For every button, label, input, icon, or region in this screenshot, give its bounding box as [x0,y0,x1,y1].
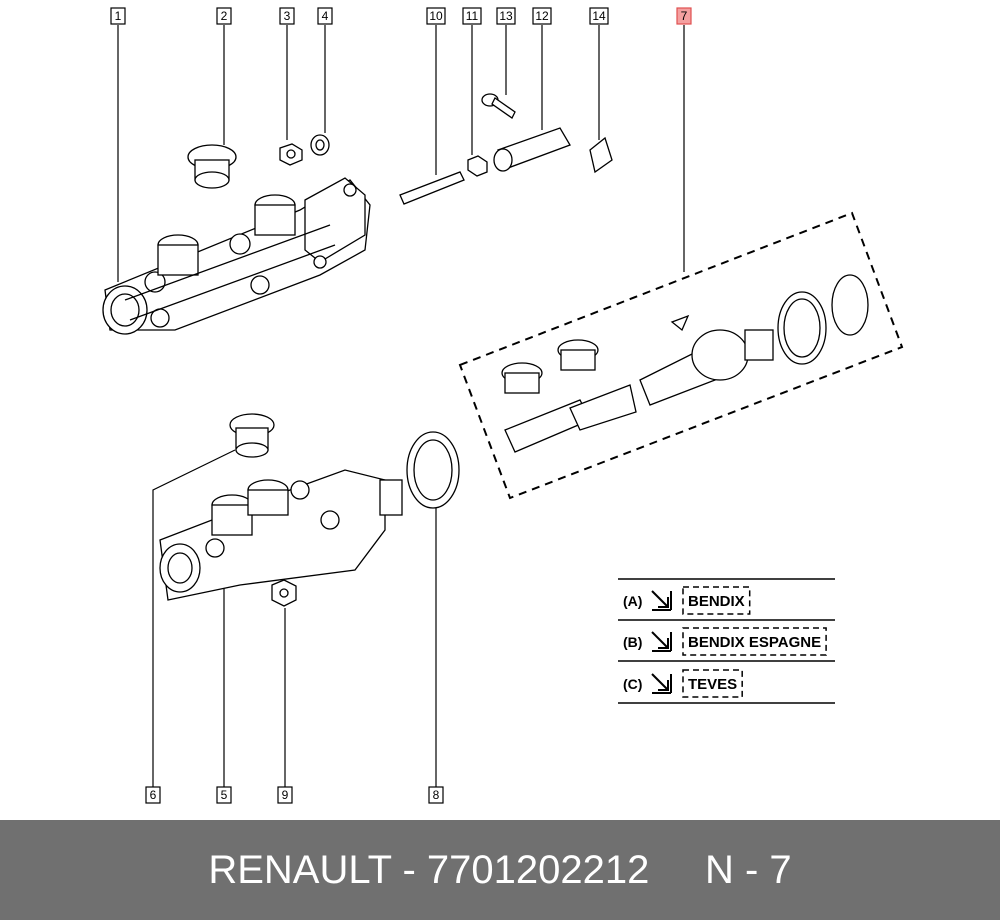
callout-11: 11 [462,7,482,25]
callout-label: 5 [221,788,228,802]
threaded-rod [399,171,465,205]
footer-bar: RENAULT - 7701202212 N - 7 [0,820,1000,920]
callout-14: 14 [589,7,609,25]
callout-box [426,7,446,25]
bolt [481,93,516,119]
callout-10: 10 [426,7,446,25]
callout-label: 2 [221,9,228,23]
callout-box [317,7,333,25]
master-cylinder-upper [102,177,371,335]
legend-brand: BENDIX [688,593,745,610]
legend-brand-frame [682,669,743,698]
callout-box [462,7,482,25]
callout-12: 12 [532,7,552,25]
callout-box [216,786,232,804]
callout-box [110,7,126,25]
legend-letter: (C) [623,676,642,692]
callout-box [589,7,609,25]
callout-label: 12 [535,9,549,23]
footer-title: RENAULT - 7701202212 N - 7 [208,848,791,893]
legend-table [618,578,835,704]
diagonal-arrow-icon [651,673,672,694]
callout-7: 7 [676,7,692,25]
footer-part-number: 7701202212 [426,847,650,892]
legend-row: (A) BENDIX [623,586,751,615]
reservoir-plug [187,144,237,189]
master-cylinder-lower [159,469,403,601]
diagonal-arrow-icon [651,631,672,652]
callout-label: 10 [429,9,443,23]
clip [589,136,613,174]
nut-small [467,155,488,177]
callout-label: 9 [282,788,289,802]
legend-letter: (B) [623,634,642,650]
nut-lower [271,579,297,607]
callout-box [145,786,161,804]
footer-separator: - [391,847,427,892]
legend-brand: TEVES [688,676,737,693]
callout-box [496,7,516,25]
callout-label: 14 [592,9,606,23]
callout-9: 9 [277,786,293,804]
callout-13: 13 [496,7,516,25]
legend-brand-frame [682,586,751,615]
footer-ref: N - 7 [704,847,792,892]
nut [279,143,303,166]
callout-box [279,7,295,25]
callout-6: 6 [145,786,161,804]
callout-box [216,7,232,25]
legend-row: (B) BENDIX ESPAGNE [623,627,827,656]
footer-brand: RENAULT [208,847,392,892]
callout-8: 8 [428,786,444,804]
footer-gap [649,848,705,892]
repair-kit-frame [458,211,904,500]
legend-row: (C) TEVES [623,669,743,698]
callout-label: 1 [115,9,122,23]
callout-label: 8 [433,788,440,802]
callout-5: 5 [216,786,232,804]
legend-brand-frame [682,627,827,656]
reservoir-plug-lower [229,413,275,458]
washer [310,134,330,156]
callout-2: 2 [216,7,232,25]
callout-3: 3 [279,7,295,25]
callout-label: 11 [466,9,479,23]
callout-box [676,7,692,25]
o-ring [406,431,460,509]
callout-box [532,7,552,25]
repair-kit-parts [501,274,869,453]
callout-label: 4 [322,9,329,23]
callout-label: 13 [499,9,513,23]
callout-label: 6 [150,788,157,802]
callout-box [428,786,444,804]
sleeve [493,127,571,172]
callout-4: 4 [317,7,333,25]
diagonal-arrow-icon [651,590,672,611]
callout-box [277,786,293,804]
callout-label: 3 [284,9,291,23]
legend-brand: BENDIX ESPAGNE [688,634,821,651]
callout-1: 1 [110,7,126,25]
legend-letter: (A) [623,593,642,609]
callout-label: 7 [681,9,688,23]
